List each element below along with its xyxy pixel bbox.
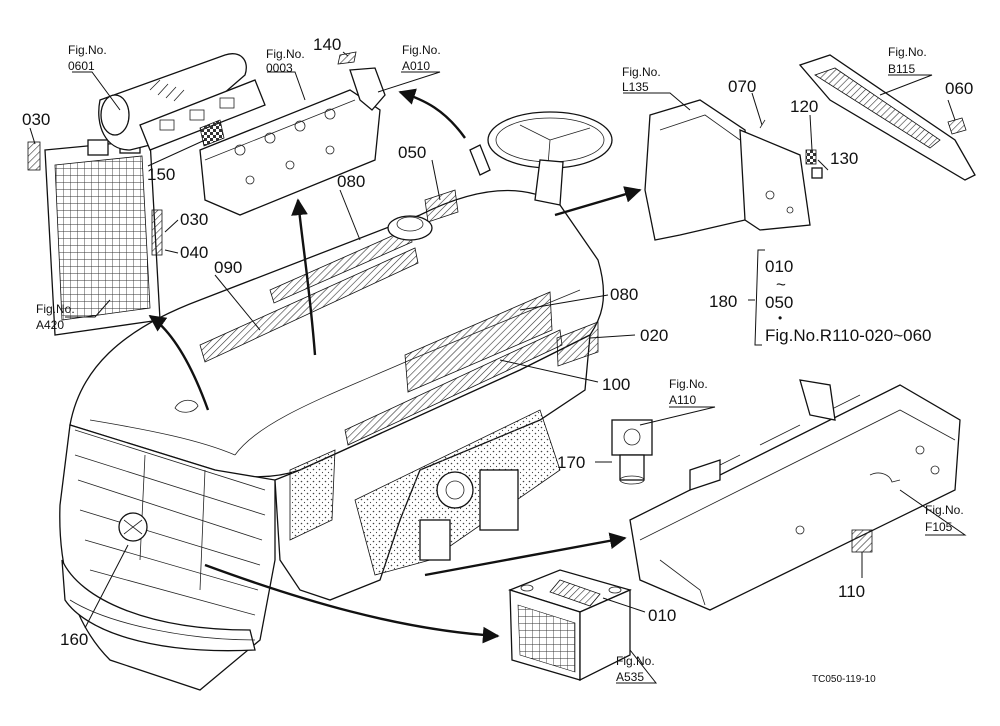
- part-140: 140: [313, 35, 341, 54]
- svg-text:Fig.No.: Fig.No.: [616, 654, 655, 668]
- part-160: 160: [60, 630, 88, 649]
- svg-text:Fig.No.: Fig.No.: [669, 377, 708, 391]
- instrument-panel: [798, 54, 976, 181]
- svg-text:Fig.No.: Fig.No.: [622, 65, 661, 79]
- fig-ref-L135[interactable]: Fig.No. L135: [622, 65, 661, 94]
- part-110: 110: [838, 582, 865, 601]
- fig-ref-A420[interactable]: Fig.No. A420: [36, 302, 75, 332]
- exhaust-manifold: [98, 53, 266, 151]
- battery: [508, 569, 632, 682]
- steering-wheel: [469, 111, 613, 206]
- fig-ref-0003[interactable]: Fig.No. 0003: [266, 47, 305, 75]
- fig-ref-A535[interactable]: Fig.No. A535: [616, 654, 655, 684]
- chassis-frame: [629, 379, 961, 611]
- svg-text:Fig.No.: Fig.No.: [266, 47, 305, 61]
- part-100: 100: [602, 375, 630, 394]
- part-090: 090: [214, 258, 242, 277]
- part-010: 010: [648, 606, 676, 625]
- fig-ref-0601[interactable]: Fig.No. 0601: [68, 43, 107, 73]
- part-050-hood: 050: [398, 143, 426, 162]
- part-080-top: 080: [337, 172, 365, 191]
- dash-cover: [644, 99, 823, 241]
- part-070: 070: [728, 77, 756, 96]
- fuel-part: [337, 51, 386, 111]
- fig-ref-A110[interactable]: Fig.No. A110: [669, 377, 708, 407]
- svg-text:L135: L135: [622, 80, 649, 94]
- svg-text:A110: A110: [669, 393, 696, 407]
- part-180: 180: [709, 292, 737, 311]
- svg-text:0601: 0601: [68, 59, 95, 73]
- part-030-radiator: 030: [22, 110, 50, 129]
- range-tilde: ~: [776, 275, 786, 294]
- fuel-filter: [611, 419, 653, 485]
- drawing-code: TC050-119-10: [812, 674, 876, 685]
- part-130: 130: [830, 149, 858, 168]
- part-170: 170: [557, 453, 585, 472]
- cylinder-head: [199, 89, 381, 216]
- fig-ref-F105[interactable]: Fig.No. F105: [925, 503, 964, 534]
- fig-ref-A010[interactable]: Fig.No. A010: [402, 43, 441, 73]
- part-020: 020: [640, 326, 668, 345]
- svg-text:F105: F105: [925, 520, 953, 534]
- part-labels: 030 140 150 050 080 030 040 090 080 020 …: [22, 35, 973, 649]
- range-bottom: 050: [765, 293, 793, 312]
- part-120: 120: [790, 97, 818, 116]
- svg-text:A420: A420: [36, 318, 64, 332]
- radiator: [27, 137, 163, 336]
- reference-arrows: [148, 88, 642, 644]
- svg-text:A535: A535: [616, 670, 644, 684]
- fig-ref-B115[interactable]: Fig.No. B115: [888, 45, 927, 76]
- range-note: 010 ~ 050 • Fig.No.R110-020~060: [765, 257, 932, 345]
- part-080-side: 080: [610, 285, 638, 304]
- svg-text:A010: A010: [402, 59, 430, 73]
- figure-references: Fig.No. 0601 Fig.No. 0003 Fig.No. A010 F…: [36, 43, 964, 684]
- part-040: 040: [180, 243, 208, 262]
- part-030-side: 030: [180, 210, 208, 229]
- range-reference[interactable]: Fig.No.R110-020~060: [765, 326, 932, 345]
- svg-text:Fig.No.: Fig.No.: [68, 43, 107, 57]
- svg-text:Fig.No.: Fig.No.: [402, 43, 441, 57]
- svg-text:Fig.No.: Fig.No.: [925, 503, 964, 517]
- range-top: 010: [765, 257, 793, 276]
- svg-text:0003: 0003: [266, 61, 293, 75]
- range-dot: •: [778, 311, 782, 325]
- tractor-hood: [59, 189, 605, 691]
- part-060: 060: [945, 79, 973, 98]
- part-150: 150: [147, 165, 175, 184]
- svg-text:Fig.No.: Fig.No.: [36, 302, 75, 316]
- svg-text:Fig.No.: Fig.No.: [888, 45, 927, 59]
- svg-text:B115: B115: [888, 62, 915, 76]
- leader-lines: [29, 51, 967, 684]
